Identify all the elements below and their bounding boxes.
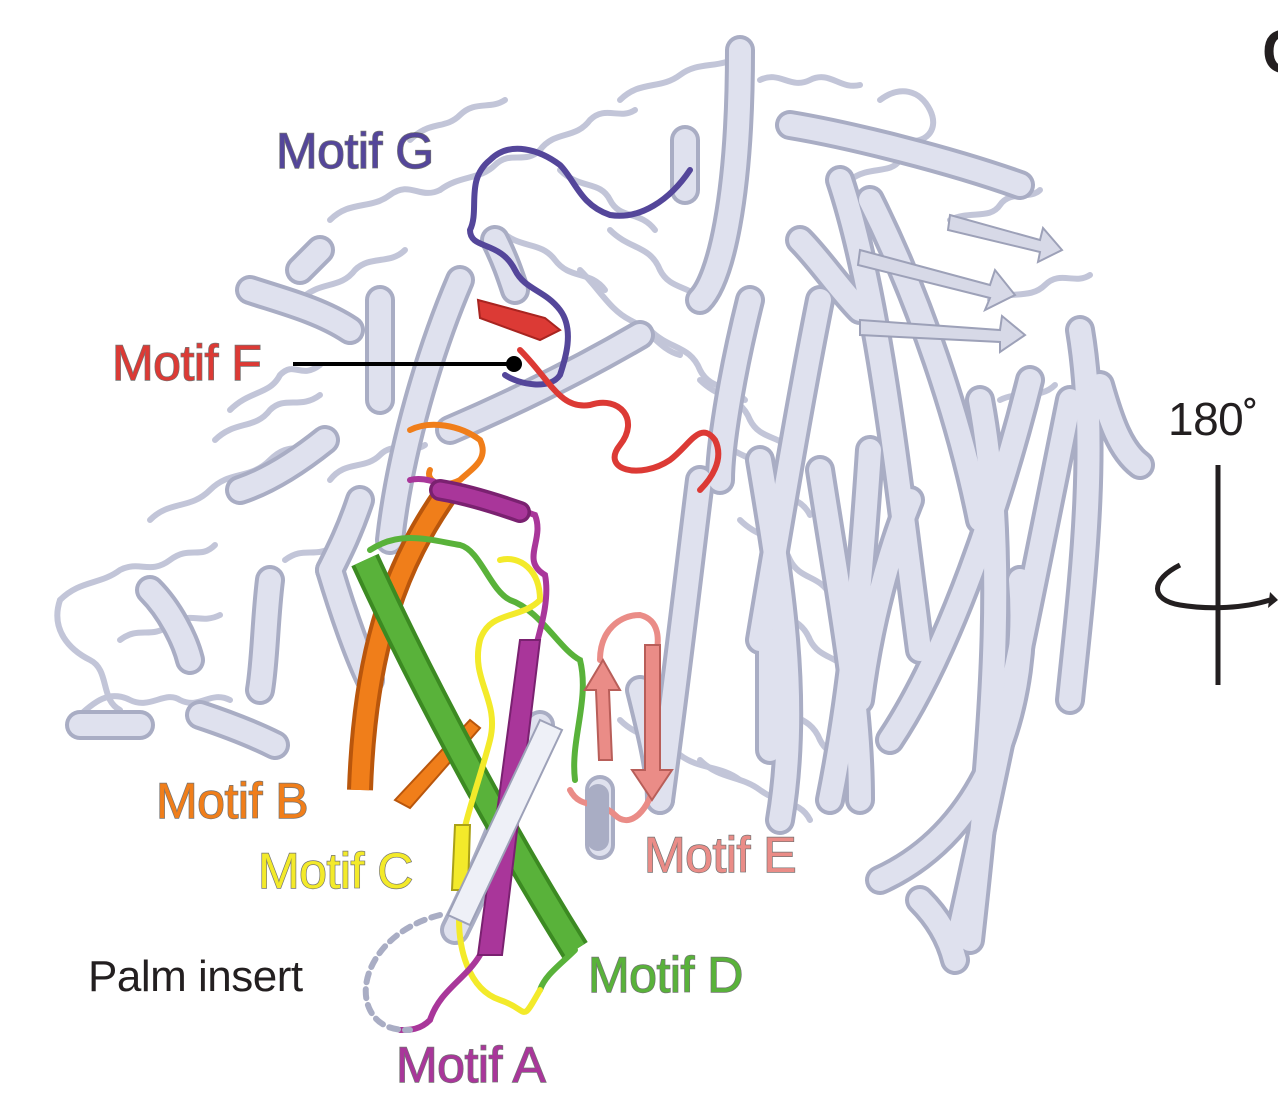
motif-c-label: Motif C: [257, 843, 414, 899]
motif-g-label: Motif G: [275, 123, 435, 179]
rotation-arrow-icon: [1155, 465, 1278, 685]
motif-f-loop: [517, 347, 722, 493]
motif-e-label: Motif E: [643, 827, 797, 883]
motif-e-strand-1: [583, 658, 622, 761]
motif-e-strand-2: [630, 644, 674, 802]
motif-a-helix-top-hl: [432, 482, 528, 520]
motif-f-pointer-dot: [506, 356, 522, 372]
motif-b-label: Motif B: [155, 773, 309, 829]
motif-e-loop: [567, 611, 661, 824]
motif-d-loop: [367, 535, 586, 993]
motif-a-label: Motif A: [395, 1037, 546, 1093]
motif-c-loop: [456, 556, 544, 1015]
backbone-strands: [856, 213, 1064, 354]
motif-g-loop: [467, 145, 693, 388]
rotation-label: 180˚: [1168, 393, 1259, 445]
motif-f-label: Motif F: [111, 335, 262, 391]
palm-insert-dashes: [362, 912, 443, 1033]
palm-strand: [446, 718, 564, 927]
motif-d-label: Motif D: [587, 947, 744, 1003]
palm-insert-label: Palm insert: [88, 952, 303, 1001]
panel-letter: C: [1262, 22, 1278, 84]
motif-d-helix-highlight: [355, 555, 585, 956]
motif-f-strand: [476, 298, 562, 342]
